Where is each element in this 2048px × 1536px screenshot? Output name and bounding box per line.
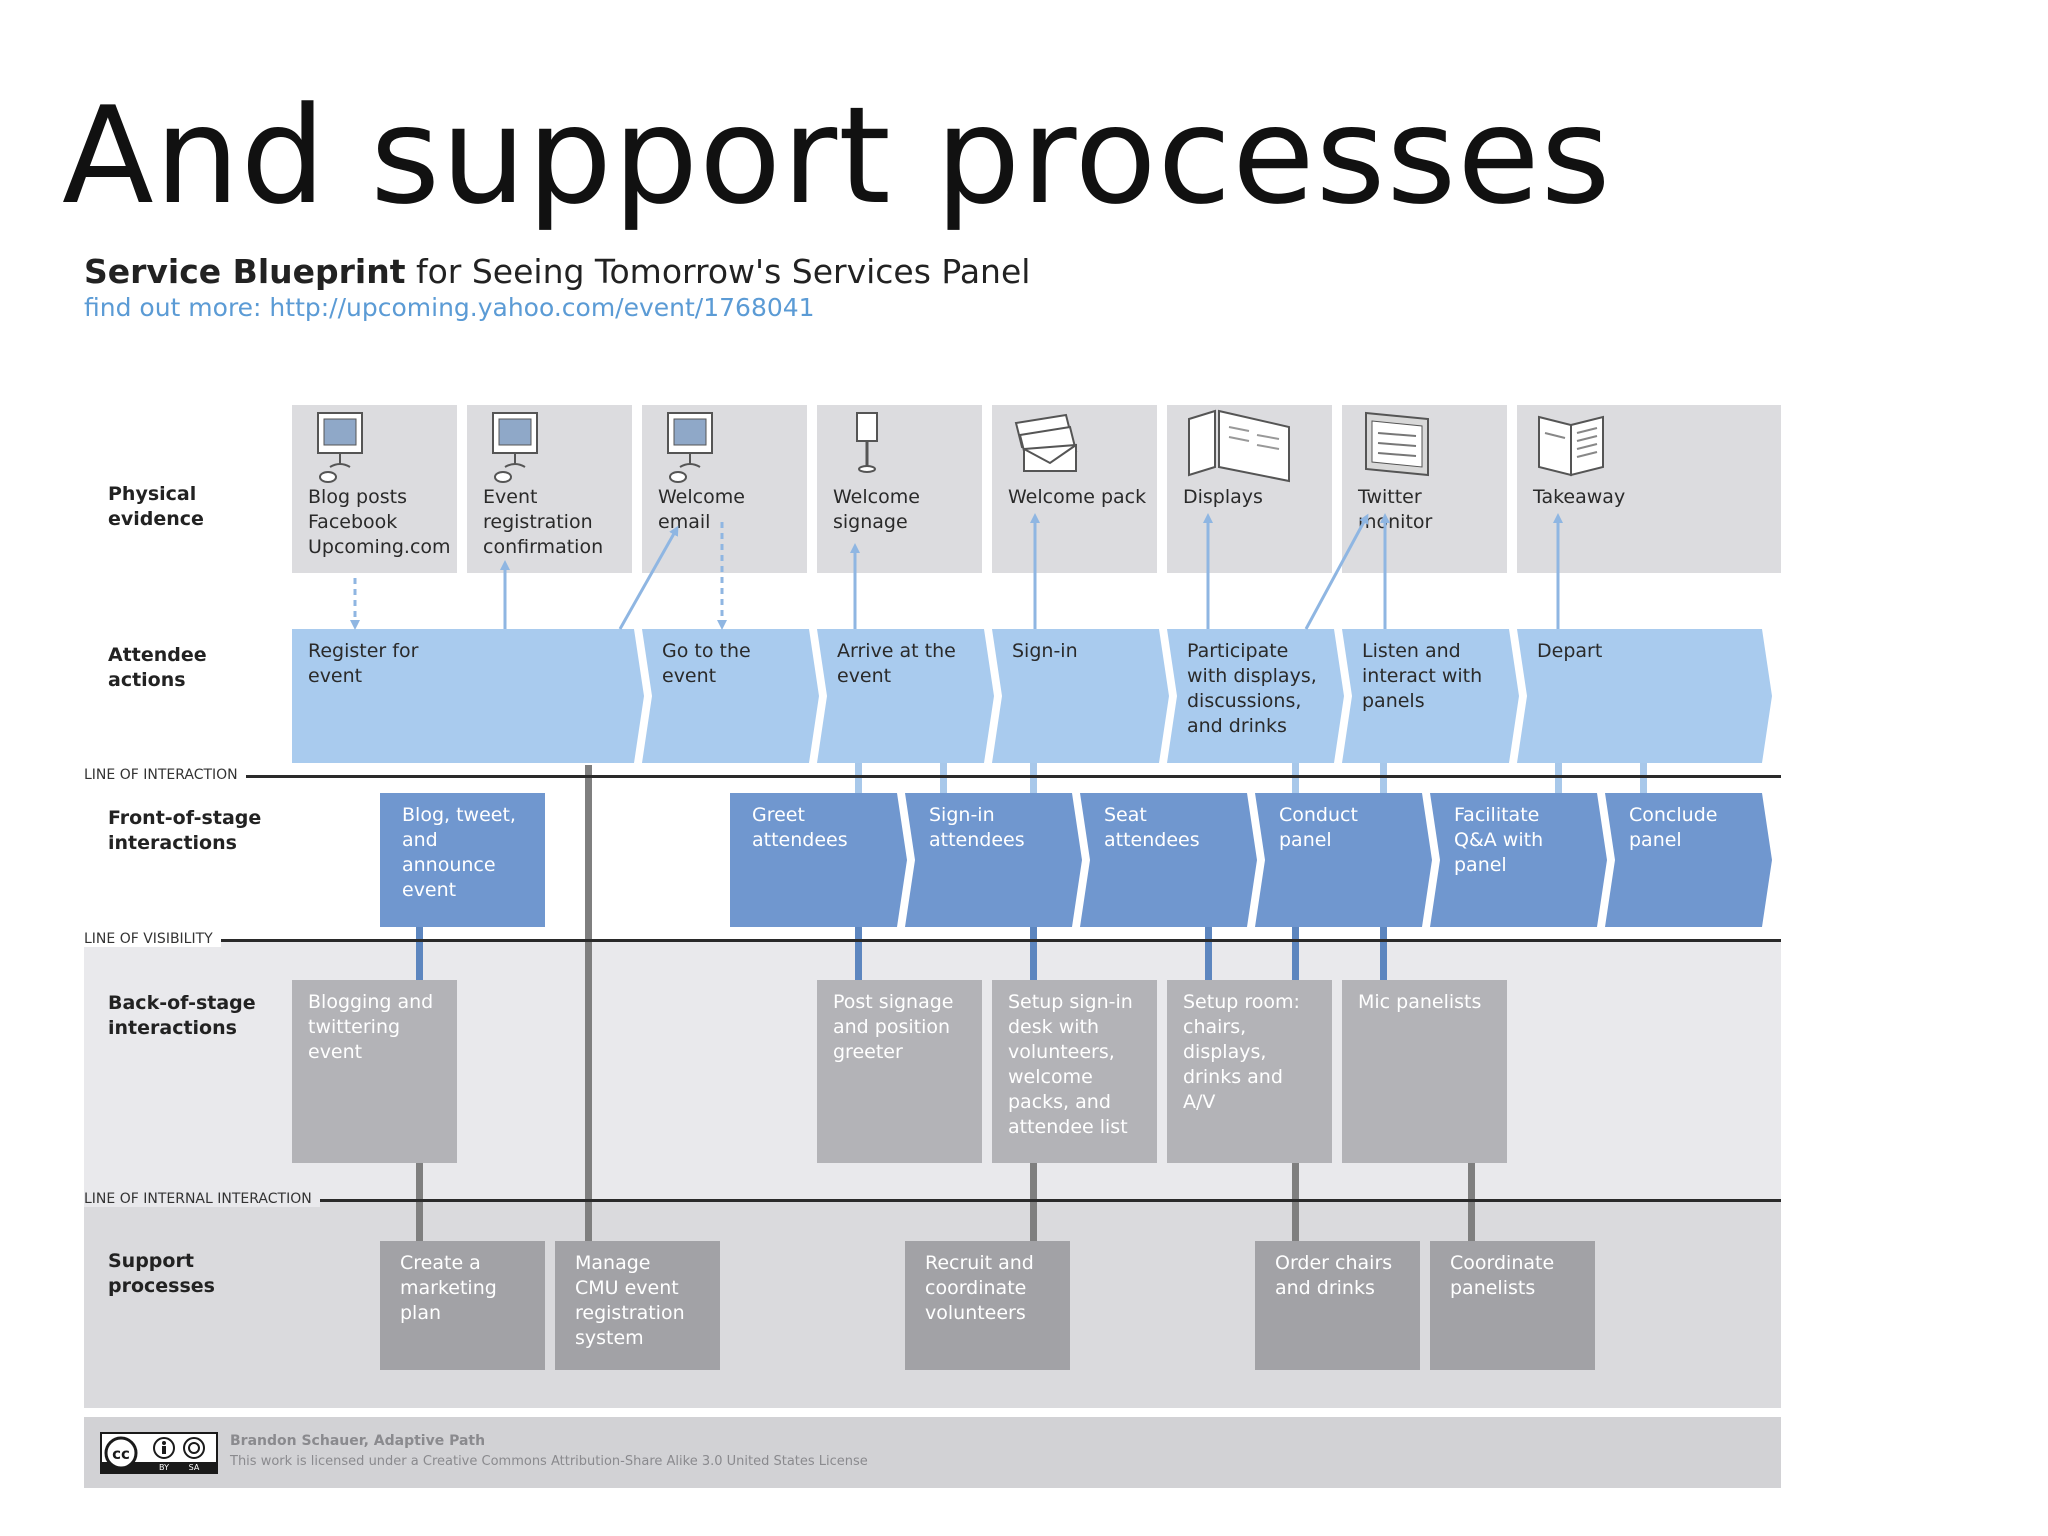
flat-monitor-icon — [1365, 411, 1429, 477]
envelope-pack-icon — [1014, 413, 1078, 472]
back-stage-post-signage: Post signage and position greeter — [817, 980, 982, 1163]
computer-monitor-icon — [317, 412, 363, 483]
evidence-card-welcome-pack: Welcome pack — [992, 405, 1157, 573]
evidence-card-welcome-email: Welcome email — [642, 405, 807, 573]
row-label-back-of-stage: Back-of-stage interactions — [108, 992, 256, 1039]
line-of-interaction-label: LINE OF INTERACTION — [84, 767, 246, 783]
computer-monitor-icon — [667, 412, 713, 483]
connector — [855, 926, 862, 986]
attendee-action-arrive: Arrive at the event — [817, 629, 994, 763]
line-of-internal-interaction — [84, 1199, 1781, 1202]
booklet-icon — [1538, 415, 1604, 477]
evidence-card-registration-confirmation: Event registration confirmation — [467, 405, 632, 573]
support-recruit-volunteers: Recruit and coordinate volunteers — [905, 1241, 1070, 1370]
back-stage-blogging: Blogging and twittering event — [292, 980, 457, 1163]
support-order-chairs: Order chairs and drinks — [1255, 1241, 1420, 1370]
license-footer: cc BY SA Brandon Schauer, Adaptive Path … — [84, 1417, 1781, 1488]
support-registration-system: Manage CMU event registration system — [555, 1241, 720, 1370]
front-stage-conclude: Conclude panel — [1605, 793, 1772, 927]
evidence-card-blog-posts: Blog posts Facebook Upcoming.com — [292, 405, 457, 573]
attendee-action-depart: Depart — [1517, 629, 1772, 763]
footer-license[interactable]: This work is licensed under a Creative C… — [230, 1454, 868, 1469]
evidence-text: Twitter monitor — [1358, 486, 1433, 533]
evidence-text: Displays — [1183, 486, 1263, 508]
back-stage-setup-sign-in: Setup sign-in desk with volunteers, welc… — [992, 980, 1157, 1163]
footer-author: Brandon Schauer, Adaptive Path — [230, 1433, 486, 1449]
connector — [1640, 763, 1647, 793]
evidence-text: Welcome signage — [833, 486, 920, 533]
back-stage-mic-panelists: Mic panelists — [1342, 980, 1507, 1163]
attendee-action-participate: Participate with displays, discussions, … — [1167, 629, 1344, 763]
evidence-card-welcome-signage: Welcome signage — [817, 405, 982, 573]
slide-title: And support processes — [62, 78, 1612, 234]
connector — [1292, 926, 1299, 986]
evidence-text: Takeaway — [1533, 486, 1626, 508]
connector — [1030, 763, 1037, 793]
cc-by-sa-icon: cc BY SA — [102, 1434, 216, 1472]
front-stage-seat: Seat attendees — [1080, 793, 1257, 927]
front-stage-sign-in: Sign-in attendees — [905, 793, 1082, 927]
connector — [940, 763, 947, 793]
attendee-action-sign-in: Sign-in — [992, 629, 1169, 763]
blueprint-link[interactable]: find out more: http://upcoming.yahoo.com… — [84, 293, 815, 322]
computer-monitor-icon — [492, 412, 538, 483]
front-stage-conduct: Conduct panel — [1255, 793, 1432, 927]
connector — [1380, 926, 1387, 986]
support-marketing-plan: Create a marketing plan — [380, 1241, 545, 1370]
badge-cc-text: cc — [112, 1445, 130, 1463]
row-label-front-of-stage: Front-of-stage interactions — [108, 807, 262, 854]
attendee-action-listen: Listen and interact with panels — [1342, 629, 1519, 763]
sign-post-icon — [856, 412, 878, 473]
blueprint-heading-bold: Service Blueprint — [84, 252, 406, 291]
support-coordinate-panelists: Coordinate panelists — [1430, 1241, 1595, 1370]
evidence-text: Welcome email — [658, 486, 745, 533]
connector — [1205, 926, 1212, 986]
evidence-text: Blog posts Facebook Upcoming.com — [308, 486, 451, 558]
connector — [1380, 763, 1387, 793]
connector — [1292, 763, 1299, 793]
connector — [1030, 926, 1037, 986]
row-label-attendee-actions: Attendee actions — [108, 644, 207, 691]
row-label-support-processes: Support processes — [108, 1250, 215, 1297]
evidence-card-twitter-monitor: Twitter monitor — [1342, 405, 1507, 573]
badge-sa-text: SA — [189, 1463, 200, 1472]
blueprint-heading-rest: for Seeing Tomorrow's Services Panel — [405, 252, 1031, 291]
evidence-text: Event registration confirmation — [483, 486, 604, 558]
creative-commons-icon: cc BY SA — [100, 1432, 218, 1474]
display-panels-icon — [1188, 409, 1290, 483]
back-stage-setup-room: Setup room: chairs, displays, drinks and… — [1167, 980, 1332, 1163]
evidence-text: Welcome pack — [1008, 486, 1147, 508]
connector — [416, 926, 423, 986]
attendee-action-register: Register for event — [292, 629, 644, 763]
attendee-action-go-to-event: Go to the event — [642, 629, 819, 763]
blueprint-heading: Service Blueprint for Seeing Tomorrow's … — [84, 252, 1030, 291]
line-of-interaction — [84, 775, 1781, 778]
line-of-visibility-label: LINE OF VISIBILITY — [84, 931, 221, 947]
front-stage-greet: Greet attendees — [730, 793, 907, 927]
line-of-visibility — [84, 939, 1781, 942]
evidence-card-displays: Displays — [1167, 405, 1332, 573]
connector — [855, 763, 862, 793]
connector — [585, 765, 592, 1245]
row-label-physical-evidence: Physical evidence — [108, 483, 204, 530]
evidence-card-takeaway: Takeaway — [1517, 405, 1781, 573]
connector — [1468, 1160, 1475, 1246]
front-stage-facilitate: Facilitate Q&A with panel — [1430, 793, 1607, 927]
front-stage-blog-tweet: Blog, tweet, and announce event — [380, 793, 545, 927]
line-of-internal-interaction-label: LINE OF INTERNAL INTERACTION — [84, 1191, 320, 1207]
badge-by-text: BY — [159, 1463, 169, 1472]
connector — [1555, 763, 1562, 793]
